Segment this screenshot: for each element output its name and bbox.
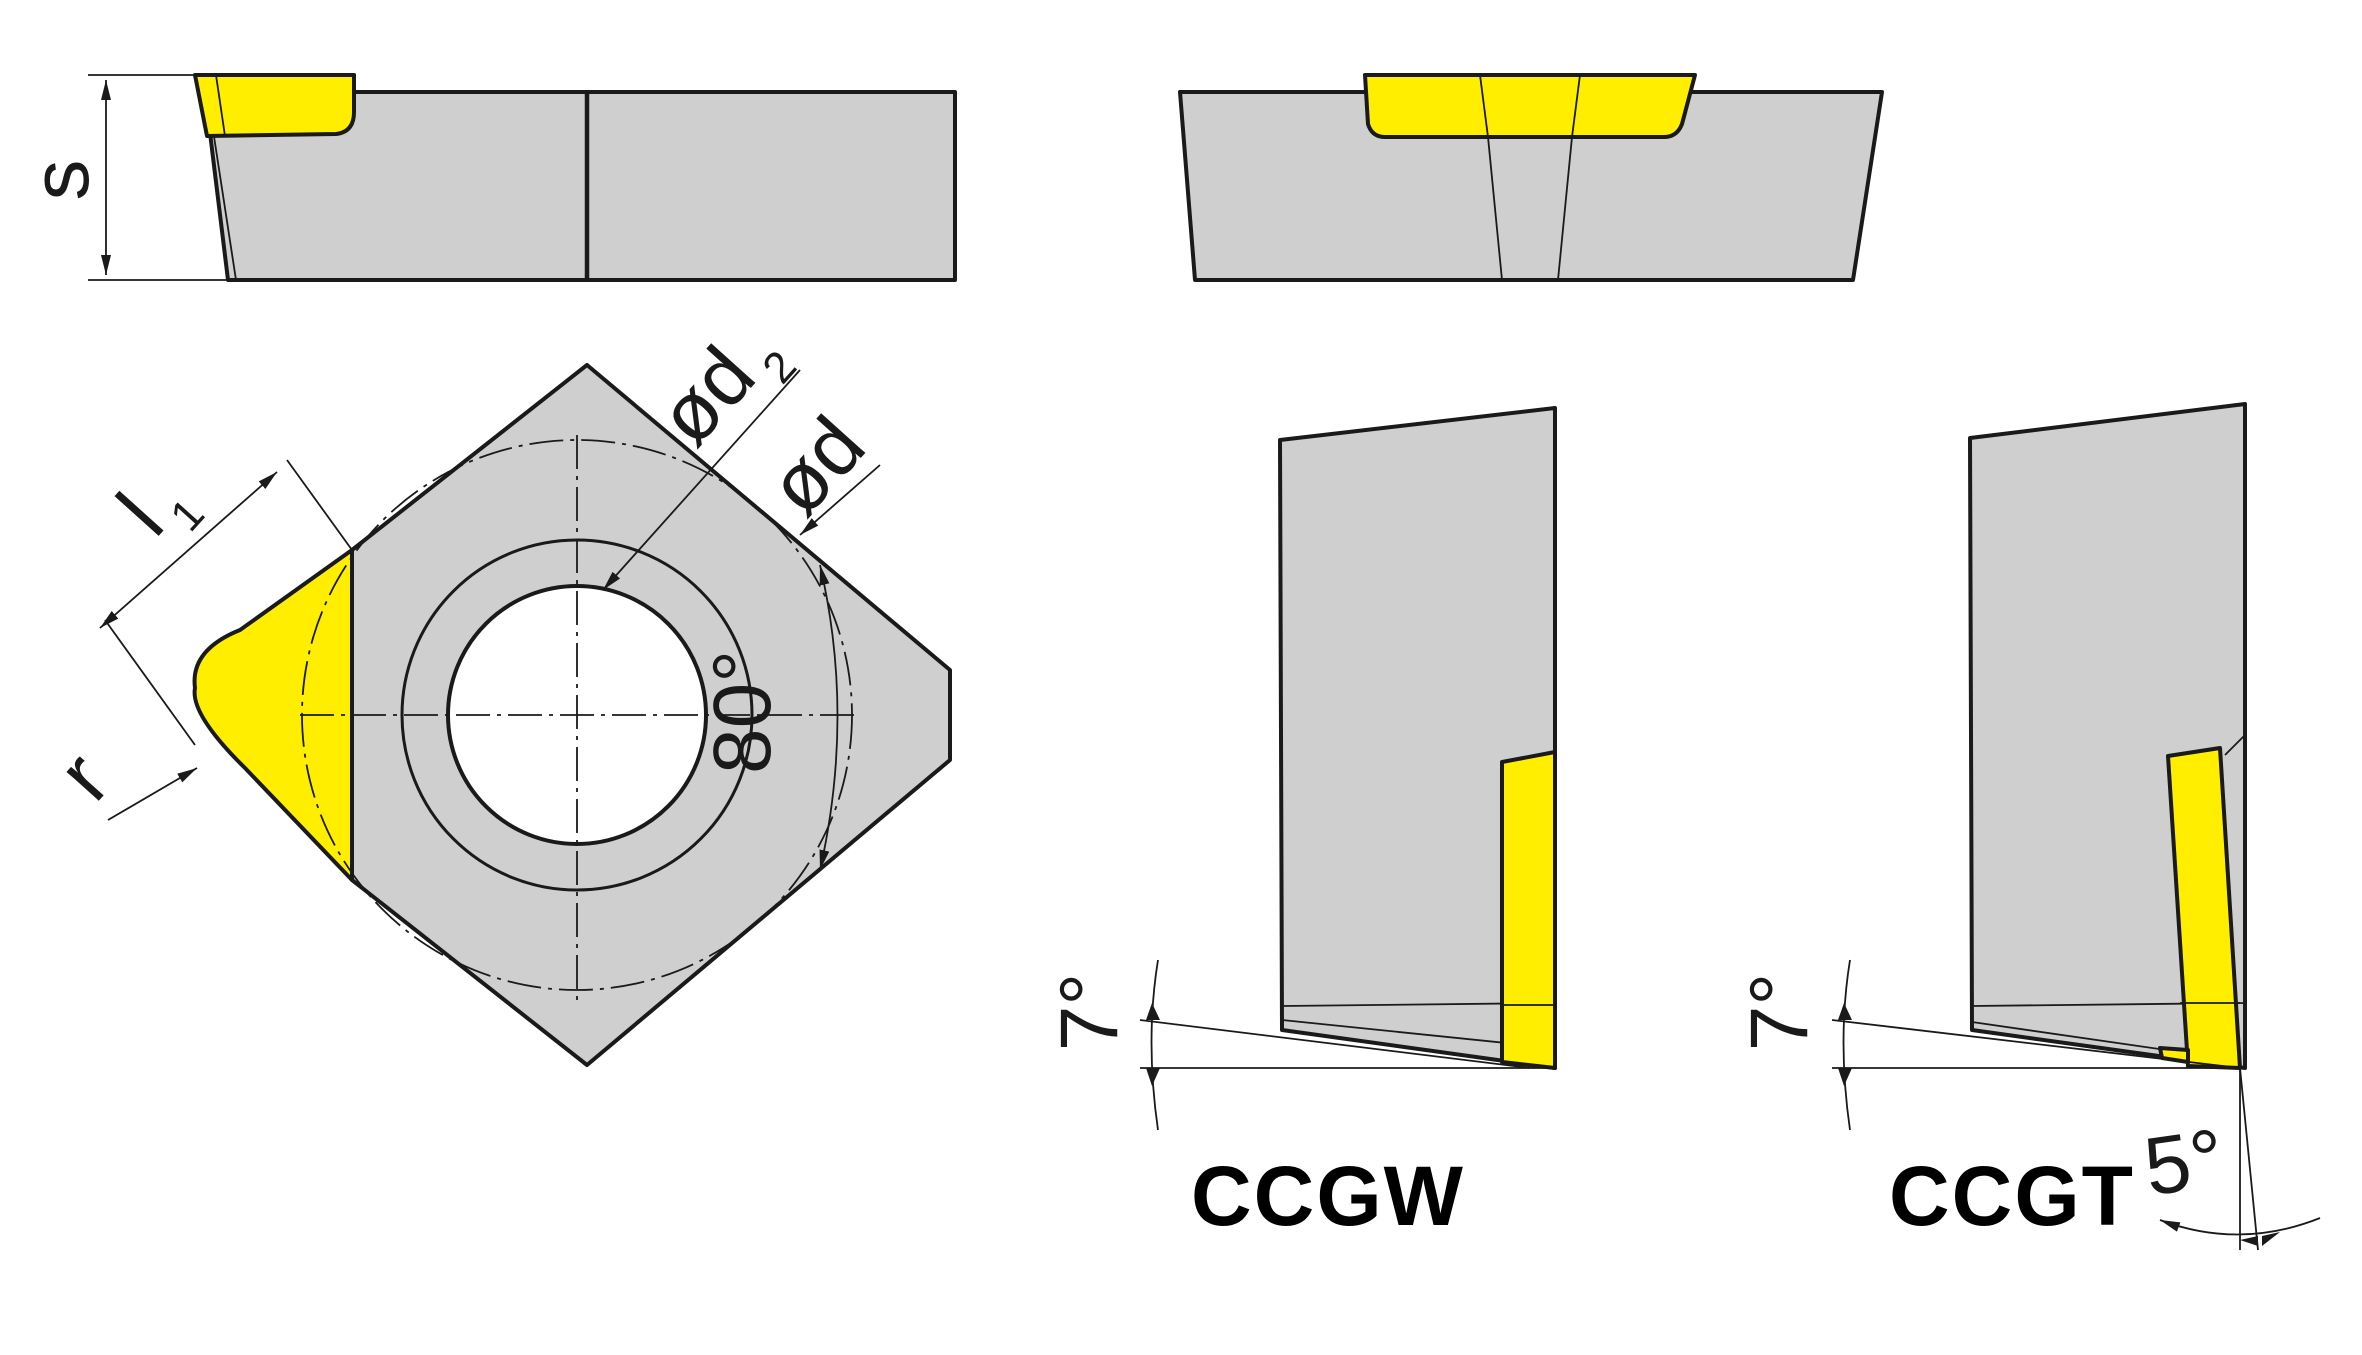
dim-thickness-label: s bbox=[15, 160, 106, 201]
dim-corner-radius-label: r bbox=[41, 736, 127, 817]
ccgw-tip bbox=[1500, 750, 1557, 1070]
ccgw-detail: 7° CCGW bbox=[1044, 406, 1557, 1243]
side-view-left-tip bbox=[193, 73, 356, 138]
front-view-tip bbox=[1363, 73, 1697, 139]
ccgt-code-label: CCGT bbox=[1889, 1149, 2135, 1243]
dim-corner-angle-label: 80° bbox=[697, 650, 788, 774]
ccgw-angle-label: 7° bbox=[1044, 973, 1135, 1051]
front-view bbox=[1178, 73, 1884, 282]
insert-tip-top bbox=[192, 548, 354, 882]
ccgt-angle-label: 7° bbox=[1734, 973, 1825, 1051]
dim-edge-length-label: l 1 bbox=[101, 478, 214, 552]
side-view-left: s bbox=[15, 73, 957, 282]
ccgt-detail: 7° 5° CCGT bbox=[1734, 402, 2321, 1251]
top-view: 80° ød 2 ød l 1 r bbox=[41, 330, 952, 1067]
ccgw-code-label: CCGW bbox=[1191, 1149, 1465, 1243]
ccgt-rake-angle-label: 5° bbox=[2139, 1112, 2229, 1213]
dim-inscribed-circle-label: ød bbox=[751, 400, 883, 532]
